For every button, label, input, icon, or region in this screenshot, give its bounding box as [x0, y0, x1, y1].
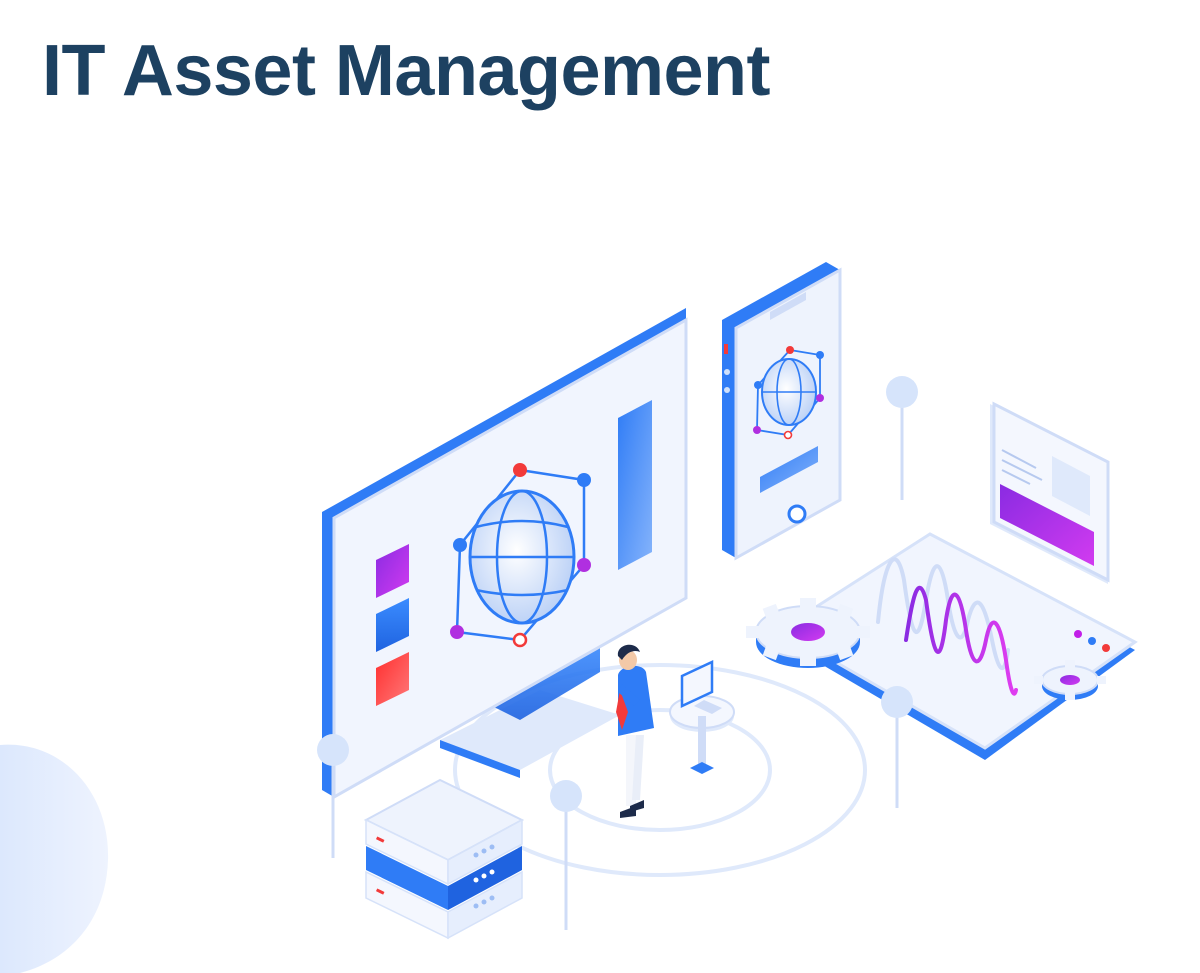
person-icon	[616, 644, 654, 818]
server-rack-icon	[363, 778, 525, 940]
phone-home-button	[787, 504, 807, 524]
phone-bar	[760, 446, 818, 493]
browser-purple-bar	[1000, 484, 1094, 566]
small-gear-icon	[1034, 660, 1106, 700]
purple-widget	[376, 544, 409, 598]
phone-globe-icon	[753, 346, 824, 440]
red-widget	[376, 652, 409, 706]
location-pin-icon	[317, 376, 918, 930]
waveform-panel	[777, 532, 1138, 760]
desk-monitor-icon	[680, 660, 714, 708]
gear-icon	[746, 598, 1106, 700]
smartphone-icon	[722, 262, 842, 561]
background-blob	[0, 744, 109, 973]
waveform-icon	[876, 557, 1018, 696]
browser-window-icon	[990, 401, 1110, 584]
floor-rings	[453, 663, 867, 877]
monitor-bar	[618, 400, 652, 570]
desk-workstation	[669, 660, 735, 774]
blue-widget	[376, 598, 409, 652]
monitor-stand	[440, 690, 620, 770]
page-title: IT Asset Management	[42, 31, 771, 111]
globe-network-icon	[450, 463, 591, 648]
monitor	[322, 308, 688, 800]
